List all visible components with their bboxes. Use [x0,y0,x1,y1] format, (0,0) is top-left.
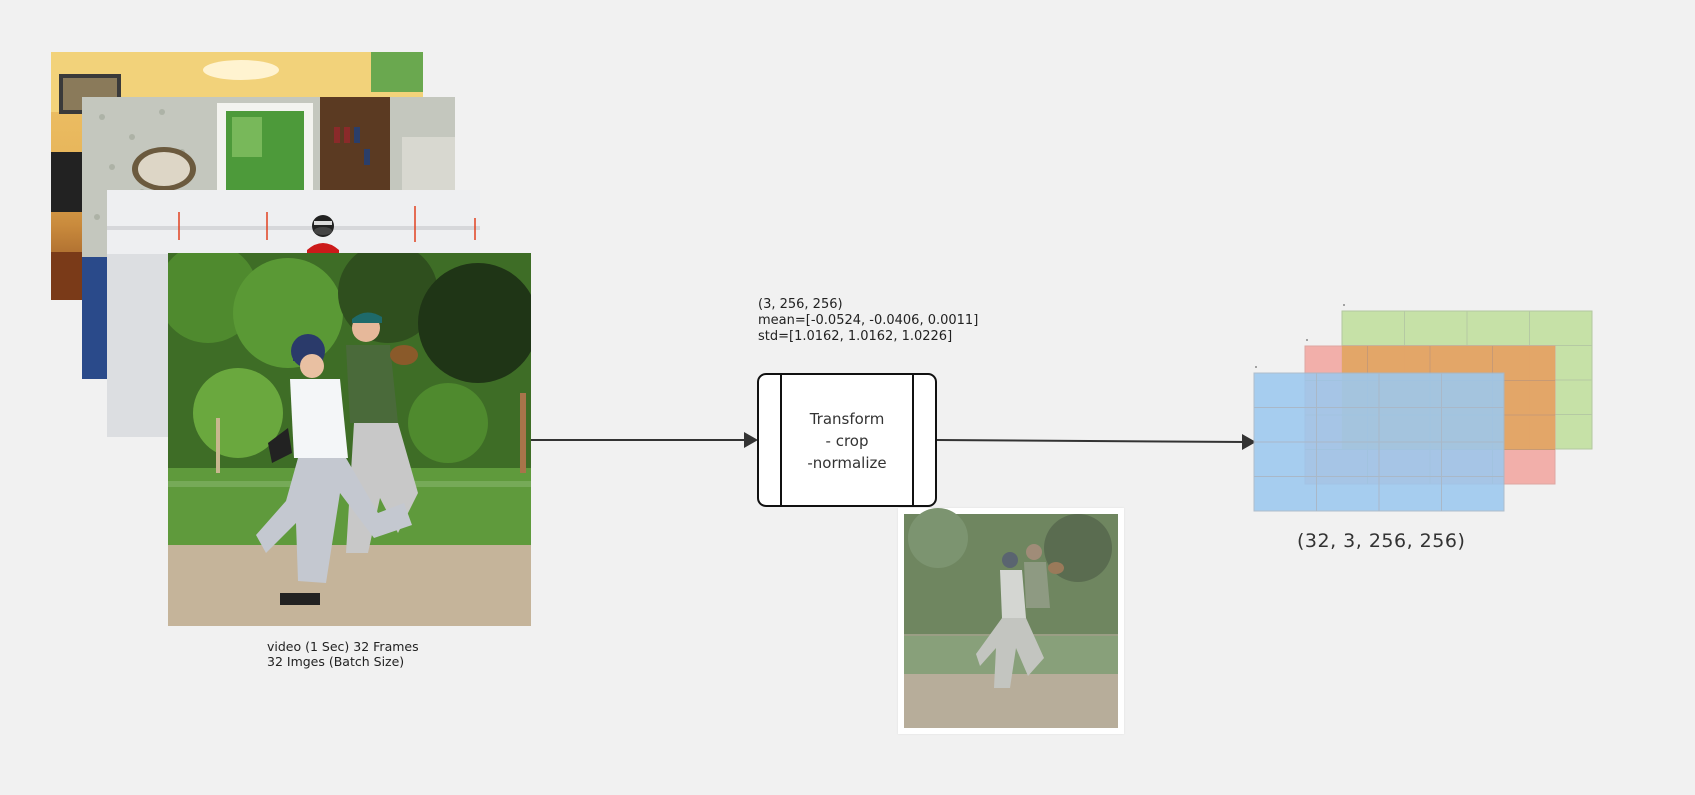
transform-step-normalize: -normalize [807,454,887,472]
spec-shape: (3, 256, 256) [758,297,843,312]
transform-title: Transform [809,410,885,428]
video-frame-baseball-players [168,253,531,626]
transform-text: Transform - crop -normalize [782,408,912,474]
normalized-frame-preview [898,508,1124,734]
transform-spec: (3, 256, 256) mean=[-0.0524, -0.0406, 0.… [758,297,978,345]
arrowhead-transform [744,432,758,448]
spec-mean: mean=[-0.0524, -0.0406, 0.0011] [758,313,979,328]
input-caption: video (1 Sec) 32 Frames 32 Imges (Batch … [267,639,419,669]
spec-std: std=[1.0162, 1.0162, 1.0226] [758,329,953,344]
process-bar-left [780,375,782,505]
arrow-transform-to-tensor [936,439,1247,443]
caption-frames: video (1 Sec) 32 Frames [267,639,419,654]
transform-step-crop: - crop [825,432,869,450]
transform-process-box: Transform - crop -normalize [757,373,937,507]
tensor-channel-blue [1253,372,1505,512]
process-bar-right [912,375,914,505]
caption-batch-size: 32 Imges (Batch Size) [267,654,405,669]
arrowhead-tensor [1242,434,1256,450]
tensor-shape-label: (32, 3, 256, 256) [1297,530,1466,552]
